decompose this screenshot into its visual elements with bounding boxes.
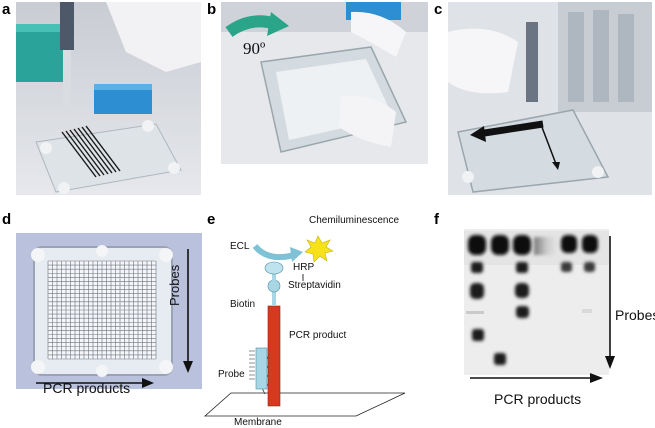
panel-f-pcr-label: PCR products — [494, 391, 582, 407]
panel-f-probes-label: Probes — [615, 307, 655, 323]
panel-letter-f: f — [434, 211, 439, 228]
probe-label: Probe — [218, 369, 245, 380]
panel-b-photo: 90º — [221, 2, 428, 164]
panel-letter-e: e — [207, 211, 216, 228]
probe-rect — [255, 347, 268, 390]
rotation-label: 90º — [243, 39, 265, 58]
panel-a-photo — [16, 2, 201, 195]
panel-c-photo — [448, 2, 652, 195]
streptavidin-label: Streptavidin — [288, 280, 341, 291]
panel-f-blot — [464, 229, 609, 375]
panel-d-probes-label: Probes — [167, 264, 182, 306]
pcr-product-bar — [267, 305, 281, 407]
hrp-ellipse — [264, 261, 284, 275]
panel-d-pcr-label: PCR products — [43, 380, 131, 396]
streptavidin-circle — [267, 279, 281, 293]
chemiluminescence-label: Chemiluminescence — [309, 215, 400, 226]
panel-d-photo — [16, 233, 202, 389]
panel-letter-b: b — [207, 1, 217, 18]
panel-letter-d: d — [2, 211, 12, 228]
ecl-arrow — [252, 243, 295, 261]
membrane-label: Membrane — [234, 417, 282, 428]
biotin-label: Biotin — [230, 299, 256, 310]
chemiluminescence-burst — [304, 235, 334, 263]
ecl-label: ECL — [230, 241, 250, 252]
panel-letter-a: a — [2, 1, 11, 18]
pcr-product-label: PCR product — [289, 330, 347, 341]
hrp-label: HRP — [293, 262, 315, 273]
panel-letter-c: c — [434, 1, 443, 18]
